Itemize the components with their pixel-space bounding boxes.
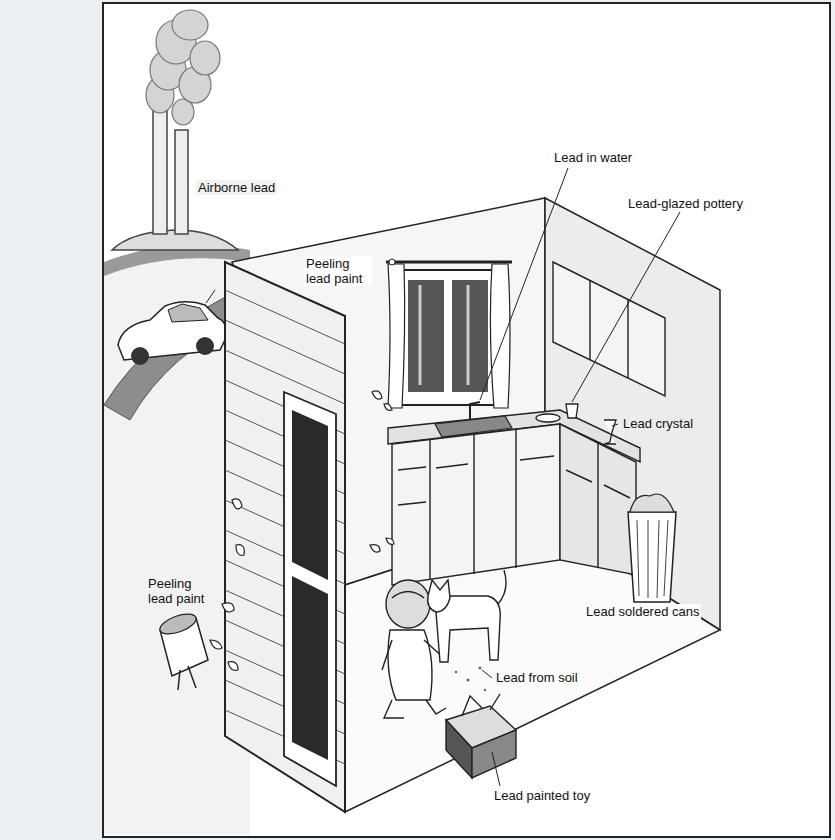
upper-cabinets [553, 262, 665, 396]
callout-label: Lead crystal [621, 416, 695, 431]
kitchen-counter [388, 410, 640, 585]
callout-label: Lead-glazed pottery [626, 196, 745, 211]
car [118, 302, 226, 365]
soil-specks [455, 667, 486, 692]
callout-label: Lead painted toy [492, 788, 592, 803]
callout-label: Lead soldered cans [584, 604, 701, 619]
callout-label: Lead from soil [494, 670, 580, 685]
cat [428, 570, 506, 662]
paint-chips [210, 391, 394, 670]
lead-crystal-glass [604, 420, 616, 444]
leader-line [480, 168, 680, 786]
smokestack [153, 110, 167, 234]
sink [435, 416, 512, 437]
smokestack [175, 130, 188, 234]
faucet [470, 402, 480, 420]
frame [103, 3, 830, 837]
paint-bucket [157, 610, 208, 690]
trash-can [628, 494, 676, 602]
callout-label: Lead in water [552, 150, 634, 165]
callout-label: Airborne lead [196, 180, 277, 195]
house-wall [225, 262, 345, 812]
callout-label: Peeling lead paint [146, 576, 214, 606]
smoke [146, 10, 220, 125]
window [386, 259, 512, 408]
leader-line [206, 290, 215, 303]
toy-box [446, 694, 516, 778]
callout-label: Peeling lead paint [304, 256, 372, 286]
pottery [536, 404, 578, 422]
